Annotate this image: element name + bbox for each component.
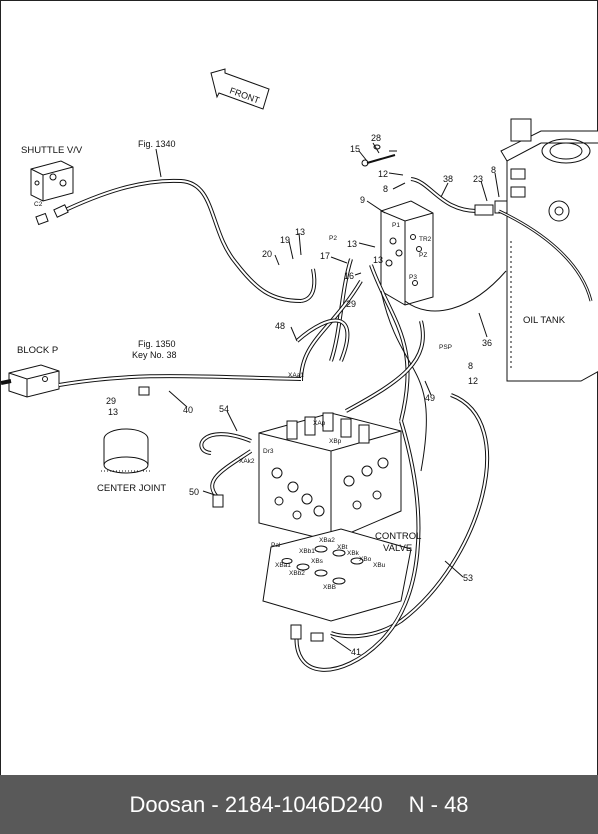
hydraulic-piping-diagram: SHUTTLE V/V Fig. 1340 FRONT BLOCK P Fig.…	[1, 68, 598, 672]
label-xaa1: XAa1	[288, 372, 304, 379]
part-41: 41	[351, 647, 361, 657]
part-23: 23	[473, 174, 483, 184]
label-psp: PSP	[439, 344, 452, 351]
label-xbb1: XBb1	[299, 548, 315, 555]
label-oil-tank: OIL TANK	[523, 315, 566, 326]
part-13d: 13	[373, 255, 383, 265]
label-key-no: Key No. 38	[132, 350, 177, 360]
part-8c: 8	[468, 361, 473, 371]
part-40: 40	[183, 405, 193, 415]
part-13b: 13	[347, 239, 357, 249]
label-valve: VALVE	[383, 543, 412, 554]
part-8b: 8	[491, 165, 496, 175]
block-p	[8, 364, 60, 398]
part-19: 19	[280, 235, 290, 245]
label-xbk: XBk	[347, 550, 360, 557]
label-control: CONTROL	[375, 531, 421, 542]
label-xbp: XBp	[329, 438, 342, 445]
part-16: 16	[344, 271, 354, 281]
label-xba1: XBa1	[275, 562, 291, 569]
label-pal: Pal	[271, 542, 281, 549]
part-48: 48	[275, 321, 285, 331]
part-9: 9	[360, 195, 365, 205]
label-fig1350: Fig. 1350	[138, 339, 176, 349]
label-xbt: XBt	[337, 544, 348, 551]
label-xbu: XBu	[373, 562, 386, 569]
label-xbb: XBB	[323, 584, 336, 591]
part-28: 28	[371, 133, 381, 143]
part-17: 17	[320, 251, 330, 261]
label-xbb2: XBb2	[289, 570, 305, 577]
part-13c: 13	[108, 407, 118, 417]
front-arrow	[210, 68, 270, 110]
diagram-frame: SHUTTLE V/V Fig. 1340 FRONT BLOCK P Fig.…	[0, 0, 598, 776]
part-20: 20	[262, 249, 272, 259]
part-8: 8	[383, 184, 388, 194]
part-54: 54	[219, 404, 229, 414]
part-29b: 29	[106, 396, 116, 406]
label-p1: P1	[392, 222, 400, 229]
pilot-valve-block	[380, 200, 434, 306]
label-xak2: XAk2	[239, 458, 255, 465]
footer-part-ref: Doosan - 2184-1046D240	[129, 791, 383, 817]
footer-page-number: N - 48	[408, 791, 469, 817]
part-49: 49	[425, 393, 435, 403]
control-valve	[258, 412, 402, 542]
shuttle-valve-block	[30, 160, 74, 226]
label-shuttle-vv: SHUTTLE V/V	[21, 145, 83, 156]
oil-tank	[500, 118, 598, 382]
label-pz: PZ	[419, 252, 427, 259]
label-p2: P2	[329, 235, 337, 242]
part-15: 15	[350, 144, 360, 154]
label-block-p: BLOCK P	[17, 345, 58, 356]
label-fig1340: Fig. 1340	[138, 139, 176, 149]
label-xba2: XBa2	[319, 537, 335, 544]
part-36: 36	[482, 338, 492, 348]
label-center-joint: CENTER JOINT	[97, 483, 166, 494]
label-p3: P3	[409, 274, 417, 281]
label-xbs: XBs	[311, 558, 324, 565]
part-13: 13	[295, 227, 305, 237]
label-tr2: TR2	[419, 236, 432, 243]
part-38: 38	[443, 174, 453, 184]
label-xaa2: XAp	[313, 420, 326, 427]
label-xbo: XBo	[359, 556, 372, 563]
part-29: 29	[346, 299, 356, 309]
label-c2: C2	[34, 201, 43, 208]
part-53: 53	[463, 573, 473, 583]
part-50: 50	[189, 487, 199, 497]
label-dr3: Dr3	[263, 448, 274, 455]
pilot-port-plate	[262, 528, 412, 622]
footer-bar: Doosan - 2184-1046D240 N - 48	[0, 775, 598, 834]
center-joint-part	[101, 428, 151, 474]
part-12b: 12	[468, 376, 478, 386]
part-12: 12	[378, 169, 388, 179]
